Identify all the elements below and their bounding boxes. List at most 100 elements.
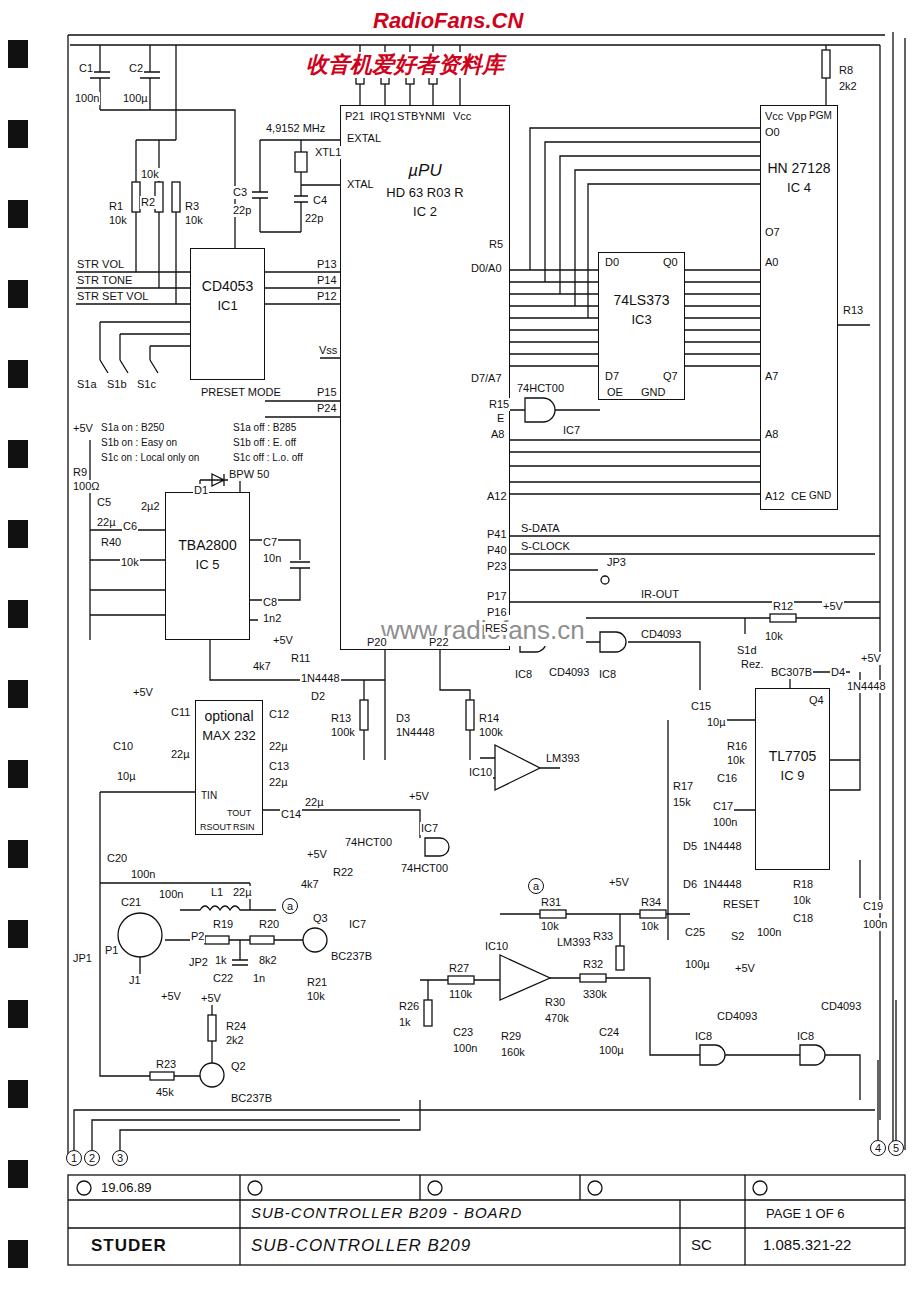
component-label: 4k7: [300, 878, 320, 891]
component-label: +5V: [306, 848, 328, 861]
connector-number: a: [528, 878, 544, 894]
component-label: TIN: [200, 790, 218, 802]
component-label: O0: [764, 126, 781, 139]
component-label: XTL1: [314, 146, 342, 159]
component-label: IC7: [562, 424, 581, 437]
component-label: +5V: [408, 790, 430, 803]
chip-label: µPU: [408, 161, 441, 181]
component-label: 74HCT00: [516, 382, 565, 395]
component-label: P21: [344, 110, 366, 123]
component-label: GND: [808, 490, 832, 502]
component-label: 10k: [640, 920, 660, 933]
chip-label: optional: [204, 709, 253, 724]
component-label: +5V: [160, 990, 182, 1003]
chip-label: TL7705: [769, 749, 816, 764]
resistor-symbol: [172, 182, 180, 212]
component-label: 74HCT00: [344, 836, 393, 849]
component-label: 470k: [544, 1012, 570, 1025]
component-label: 160k: [500, 1046, 526, 1059]
component-label: +5V: [608, 876, 630, 889]
component-label: C21: [120, 896, 142, 909]
margin-mark: [8, 760, 28, 788]
component-label: R8: [838, 64, 854, 77]
wire: [74, 1000, 896, 1150]
component-label: S-DATA: [520, 522, 561, 535]
component-label: R31: [540, 896, 562, 909]
wire: [174, 1005, 212, 1076]
component-label: R2: [140, 196, 156, 209]
component-label: CD4093: [716, 1010, 758, 1023]
component-label: BC237B: [230, 1092, 273, 1105]
component-label: A12: [764, 490, 786, 503]
component-label: D6: [682, 878, 698, 891]
address-bus: [510, 440, 760, 494]
component-label: +5V: [72, 422, 94, 435]
component-label: P16: [486, 606, 508, 619]
chip-label: IC 2: [413, 204, 437, 219]
component-label: CD4093: [548, 666, 590, 679]
manufacturer-logo: STUDER: [90, 1236, 168, 1256]
component-label: +5V: [200, 992, 222, 1005]
component-label: R16: [726, 740, 748, 753]
component-label: C10: [112, 740, 134, 753]
comparator-symbol: [500, 955, 550, 1000]
margin-mark: [8, 1160, 28, 1188]
component-label: GND: [640, 386, 666, 399]
component-label: S1b on : Easy on: [100, 437, 178, 449]
connector-number: 2: [84, 1150, 100, 1166]
component-label: R26: [398, 1000, 420, 1013]
component-label: 100n: [74, 92, 100, 105]
nand-gate-symbol: [425, 838, 449, 856]
title-block-text: SC: [690, 1236, 713, 1254]
component-label: J1: [128, 974, 142, 987]
component-label: 100µ: [598, 1044, 625, 1057]
component-label: R17: [672, 780, 694, 793]
component-label: C1: [78, 62, 94, 75]
component-label: P14: [316, 274, 338, 287]
component-label: 100n: [158, 888, 184, 901]
component-label: A0: [764, 256, 779, 269]
watermark: www.radiofans.cn: [380, 615, 586, 646]
component-label: D3: [395, 712, 411, 725]
margin-mark: [8, 1080, 28, 1108]
transistor-symbol: [303, 928, 327, 952]
component-label: A7: [764, 370, 779, 383]
component-label: P13: [316, 258, 338, 271]
component-label: 22µ: [268, 740, 289, 753]
component-label: S1c: [136, 378, 157, 391]
component-label: BC237B: [330, 950, 373, 963]
component-label: IC8: [694, 1030, 713, 1043]
chip-label: IC1: [217, 298, 237, 313]
connector-number: 5: [888, 1140, 904, 1156]
component-label: Rez.: [740, 658, 765, 671]
component-label: L1: [210, 886, 224, 899]
component-label: A8: [490, 428, 505, 441]
component-label: D7/A7: [470, 372, 503, 385]
component-label: A12: [486, 490, 508, 503]
component-label: P2: [190, 930, 205, 943]
component-label: R29: [500, 1030, 522, 1043]
component-label: STR TONE: [76, 274, 133, 287]
component-label: 1N4448: [702, 840, 743, 853]
component-label: C16: [716, 772, 738, 785]
component-label: 22µ: [232, 886, 253, 899]
component-label: R18: [792, 878, 814, 891]
component-label: 4k7: [252, 660, 272, 673]
component-label: P22: [428, 636, 450, 649]
component-label: OE: [606, 386, 624, 399]
title-block-text: 19.06.89: [100, 1180, 153, 1195]
component-label: 8k2: [258, 954, 278, 967]
component-label: R33: [592, 930, 614, 943]
component-label: 10k: [120, 556, 140, 569]
component-label: C6: [122, 520, 138, 533]
component-label: R34: [640, 896, 662, 909]
component-label: R11: [290, 652, 311, 665]
component-label: D5: [682, 840, 698, 853]
component-label: +5V: [272, 634, 294, 647]
component-label: 45k: [155, 1086, 175, 1099]
component-label: S1a: [76, 378, 98, 391]
component-label: RES: [484, 622, 509, 635]
drawing-title: SUB-CONTROLLER B209: [250, 1236, 472, 1256]
resistor-symbol: [150, 1072, 174, 1080]
